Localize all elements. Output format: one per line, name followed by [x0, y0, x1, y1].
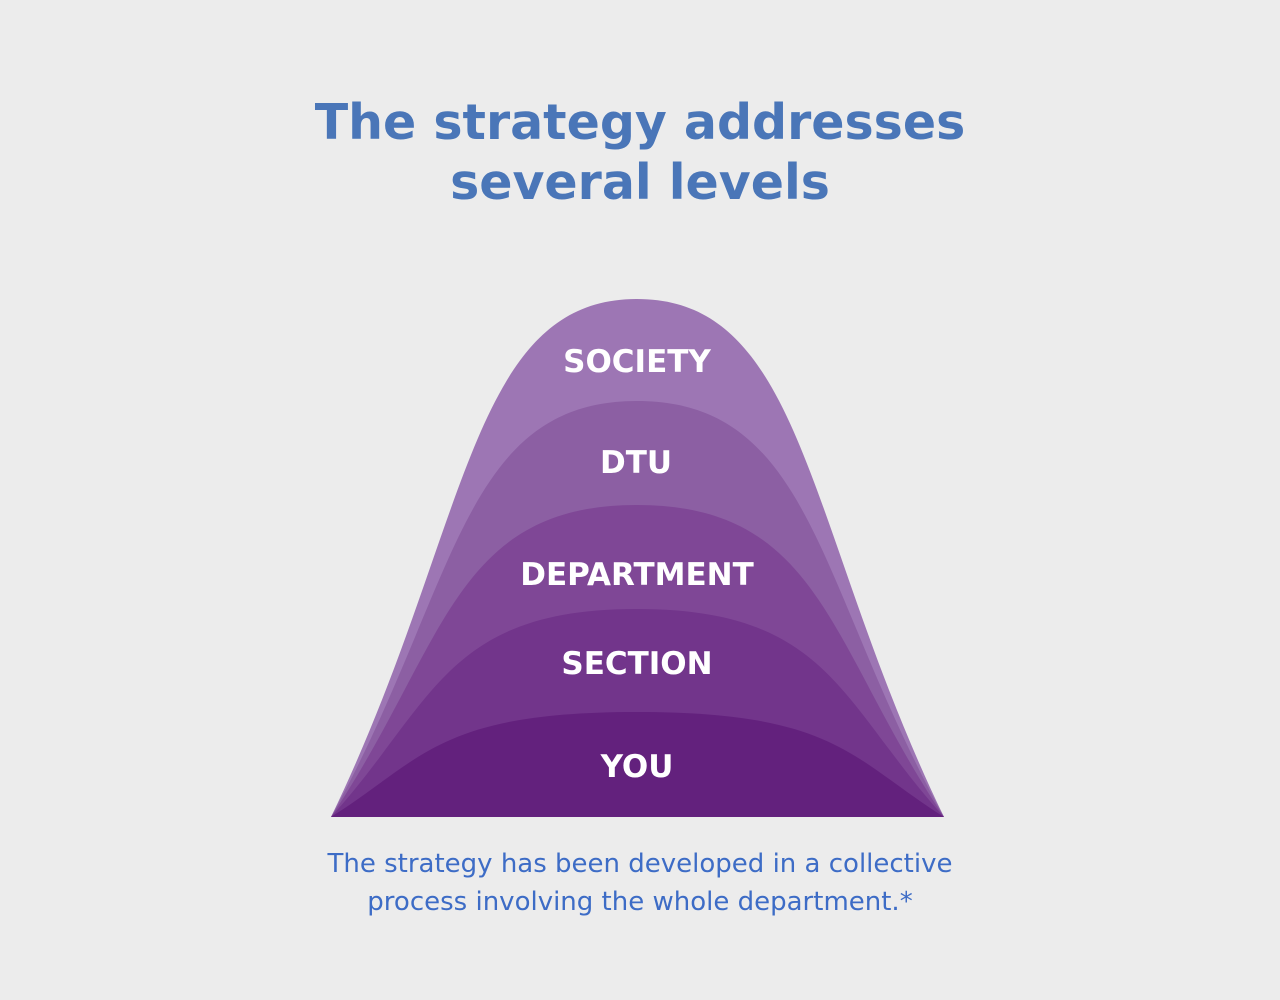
diagram-title: The strategy addresses several levels: [0, 93, 1280, 213]
level-label-department: DEPARTMENT: [520, 557, 754, 593]
level-arch-you: [331, 712, 944, 817]
title-line-2: several levels: [450, 154, 830, 211]
diagram-caption: The strategy has been developed in a col…: [0, 845, 1280, 921]
level-label-dtu: DTU: [600, 445, 672, 481]
caption-line-2: process involving the whole department.*: [367, 887, 913, 917]
level-label-section: SECTION: [561, 646, 712, 682]
title-line-1: The strategy addresses: [314, 94, 966, 151]
level-label-society: SOCIETY: [563, 344, 711, 380]
level-label-you: YOU: [600, 749, 674, 785]
caption-line-1: The strategy has been developed in a col…: [327, 849, 953, 879]
